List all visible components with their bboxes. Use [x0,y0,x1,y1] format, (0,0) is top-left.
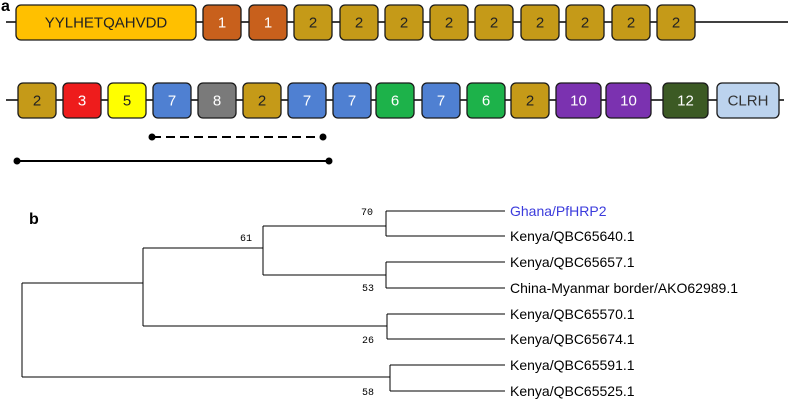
repeat-block [152,82,192,119]
repeat-block-label: 7 [168,93,176,110]
dashed-span-line [148,133,327,141]
repeat-block-label: 2 [33,93,41,110]
repeat-block [429,4,469,41]
repeat-block [466,82,506,119]
bootstrap-label: 53 [362,284,374,295]
solid-span-line [13,157,333,165]
repeat-block [555,82,602,119]
leaf-label: Kenya/QBC65570.1 [510,306,635,322]
repeat-block [662,82,709,119]
repeat-block-label: 2 [355,15,363,32]
repeat-block-label: 10 [620,93,637,110]
repeat-block-label: 6 [482,93,490,110]
repeat-block [384,4,424,41]
repeat-block-label: 2 [526,93,534,110]
repeat-block-label: 2 [627,15,635,32]
row1-blocks: YYLHETQAHVDD 1 1 2 2 2 2 2 2 2 2 2 [15,4,696,41]
leaf-label: Ghana/PfHRP2 [510,203,607,219]
repeat-block [202,4,242,41]
leaf-label: China-Myanmar border/AKO62989.1 [510,280,738,296]
repeat-block-label: 8 [213,93,221,110]
repeat-block-label: 2 [400,15,408,32]
leaf-label: Kenya/QBC65674.1 [510,331,635,347]
bootstrap-label: 58 [362,388,374,399]
repeat-block [474,4,514,41]
repeat-block [107,82,147,119]
bootstrap-label: 61 [240,234,252,245]
repeat-block-label: YYLHETQAHVDD [45,15,168,32]
repeat-block [248,4,288,41]
repeat-block [656,4,696,41]
repeat-block-label: 7 [437,93,445,110]
repeat-block-label: 3 [78,93,86,110]
repeat-block-label: 2 [536,15,544,32]
repeat-block-label: 1 [264,15,272,32]
repeat-block [611,4,651,41]
phylogenetic-tree [21,210,505,392]
bootstrap-label: 70 [361,208,373,219]
repeat-block-label: 1 [218,15,226,32]
repeat-block [15,4,197,41]
leaf-label: Kenya/QBC65525.1 [510,383,635,399]
repeat-block-label: 7 [348,93,356,110]
repeat-block [287,82,327,119]
repeat-block-label: 12 [677,93,694,110]
repeat-block-label: 2 [581,15,589,32]
repeat-block-label: 6 [391,93,399,110]
repeat-block [197,82,237,119]
repeat-block [242,82,282,119]
bootstrap-label: 26 [362,336,374,347]
repeat-block [17,82,57,119]
panel-label-b: b [29,211,39,228]
repeat-block-label: 7 [303,93,311,110]
repeat-block [62,82,102,119]
repeat-block-label: 2 [445,15,453,32]
repeat-block [293,4,333,41]
repeat-block-label: 2 [258,93,266,110]
repeat-block [421,82,461,119]
repeat-block-label: 5 [123,93,131,110]
repeat-block [339,4,379,41]
repeat-block [375,82,415,119]
repeat-block-label: 2 [490,15,498,32]
repeat-block [332,82,372,119]
leaf-label: Kenya/QBC65657.1 [510,254,635,270]
repeat-block-label: CLRH [728,93,769,110]
repeat-block [716,82,780,119]
repeat-block-label: 2 [672,15,680,32]
repeat-block-label: 10 [570,93,587,110]
repeat-block [605,82,652,119]
repeat-block [565,4,605,41]
repeat-block [510,82,550,119]
leaf-label: Kenya/QBC65591.1 [510,357,635,373]
repeat-block [520,4,560,41]
row2-blocks: 2 3 5 7 8 2 7 7 6 7 6 2 10 10 12 CLRH [17,82,780,119]
repeat-block-label: 2 [309,15,317,32]
leaf-label: Kenya/QBC65640.1 [510,228,635,244]
panel-label-a: a [1,0,10,15]
